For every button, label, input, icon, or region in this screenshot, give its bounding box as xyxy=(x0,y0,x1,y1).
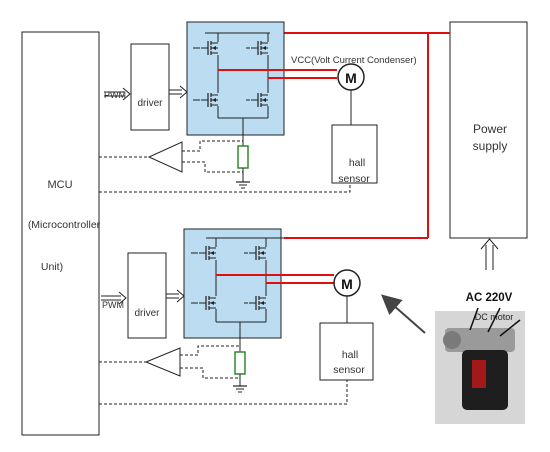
vcc-label: VCC(Volt Current Condenser) xyxy=(291,55,417,66)
motor-leads-bottom xyxy=(216,274,334,284)
driver-bottom-label: driver xyxy=(134,308,160,319)
power-lines xyxy=(284,32,450,239)
mcu-box xyxy=(21,31,100,436)
ac-voltage-label: AC 220V xyxy=(466,292,513,304)
hall-top-feedback xyxy=(99,183,351,193)
hall-sensor-bottom-label-2: sensor xyxy=(333,364,365,376)
driver-bottom-output-arrow xyxy=(166,289,185,303)
amplifier-bottom-wiring xyxy=(99,345,240,379)
mcu-label: MCU xyxy=(47,179,72,191)
amplifier-bottom xyxy=(144,347,181,377)
mcu-sublabel-2: Unit) xyxy=(41,261,63,273)
hall-sensor-top-label-2: sensor xyxy=(338,173,370,185)
h-bridge-bottom-wiring xyxy=(191,237,284,338)
power-supply-box xyxy=(449,21,528,239)
driver-bottom xyxy=(127,252,167,339)
motor-top-symbol: M xyxy=(345,70,357,86)
ac-input-arrow xyxy=(480,238,499,270)
h-bridge-top-wiring xyxy=(193,32,270,135)
shunt-top xyxy=(236,135,250,189)
shunt-bottom xyxy=(233,338,247,393)
photo-caption: DC motor xyxy=(475,312,514,322)
mcu-sublabel: (Microcontroller xyxy=(28,219,101,231)
power-supply-label-1: Power xyxy=(473,122,507,136)
pwm-top-arrow xyxy=(104,87,131,101)
driver-top xyxy=(130,43,170,131)
pwm-bottom-arrow xyxy=(101,291,127,305)
driver-top-output-arrow xyxy=(169,85,188,99)
driver-top-label: driver xyxy=(137,98,163,109)
hall-sensor-top-label-1: hall xyxy=(349,157,365,169)
hall-sensor-bottom-label-1: hall xyxy=(342,349,358,361)
hall-bottom-feedback xyxy=(99,380,348,405)
photo-pointer-arrow xyxy=(380,294,426,334)
power-supply-label-2: supply xyxy=(473,139,508,153)
motor-leads-top xyxy=(218,69,337,79)
motor-bottom-symbol: M xyxy=(341,276,353,292)
h-bridge-bottom xyxy=(183,228,282,339)
hall-sensor-top xyxy=(331,124,378,184)
pwm-top-label: PWM xyxy=(104,90,126,100)
pwm-bottom-label: PWM xyxy=(102,300,124,310)
dc-motor-photo xyxy=(435,307,525,424)
amplifier-top-wiring xyxy=(99,140,243,173)
amplifier-top xyxy=(147,141,183,173)
